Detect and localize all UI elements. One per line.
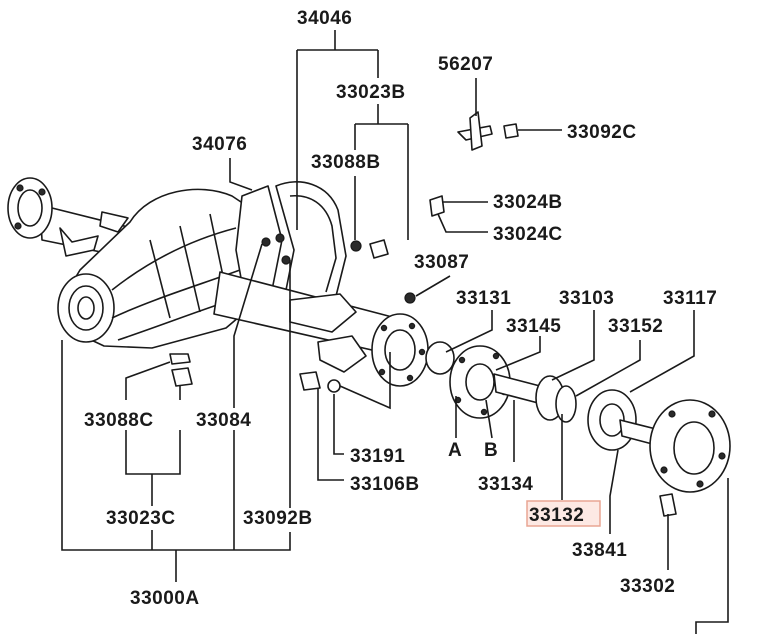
part-label-33088B: 33088B bbox=[311, 152, 381, 173]
part-label-56207: 56207 bbox=[438, 54, 493, 75]
part-label-33023B: 33023B bbox=[336, 82, 406, 103]
part-label-33092C: 33092C bbox=[567, 122, 637, 143]
part-label-34076: 34076 bbox=[192, 134, 247, 155]
part-label-33092B: 33092B bbox=[243, 508, 313, 529]
right-axle-tube-drawing bbox=[213, 271, 429, 387]
part-label-33087: 33087 bbox=[414, 252, 469, 273]
part-label-33106B: 33106B bbox=[350, 474, 420, 495]
part-label-33024B: 33024B bbox=[493, 192, 563, 213]
part-label-33134: 33134 bbox=[478, 474, 533, 495]
part-label-33024C: 33024C bbox=[493, 224, 563, 245]
axle-shaft-assembly-drawing bbox=[425, 341, 731, 493]
part-label-34046: 34046 bbox=[297, 8, 352, 29]
differential-carrier-housing-drawing bbox=[57, 188, 263, 349]
part-label-33131: 33131 bbox=[456, 288, 511, 309]
part-label-33000A: 33000A bbox=[130, 588, 200, 609]
part-label-33132: 33132 bbox=[529, 505, 584, 526]
small-hardware-drawing bbox=[169, 111, 677, 517]
gasket-and-rear-cover-drawing bbox=[235, 181, 347, 317]
part-label-33084: 33084 bbox=[196, 410, 251, 431]
part-label-33117: 33117 bbox=[663, 288, 717, 309]
callout-label-a: A bbox=[448, 440, 462, 461]
part-label-33191: 33191 bbox=[350, 446, 405, 467]
part-label-33103: 33103 bbox=[559, 288, 614, 309]
leader-lines bbox=[61, 30, 729, 634]
part-label-33302: 33302 bbox=[620, 576, 675, 597]
part-label-33145: 33145 bbox=[506, 316, 561, 337]
part-label-33152: 33152 bbox=[608, 316, 663, 337]
callout-label-b: B bbox=[484, 440, 498, 461]
highlight-box-33132 bbox=[526, 500, 601, 527]
part-label-33841: 33841 bbox=[572, 540, 627, 561]
part-label-33088C: 33088C bbox=[84, 410, 154, 431]
part-label-33023C: 33023C bbox=[106, 508, 176, 529]
